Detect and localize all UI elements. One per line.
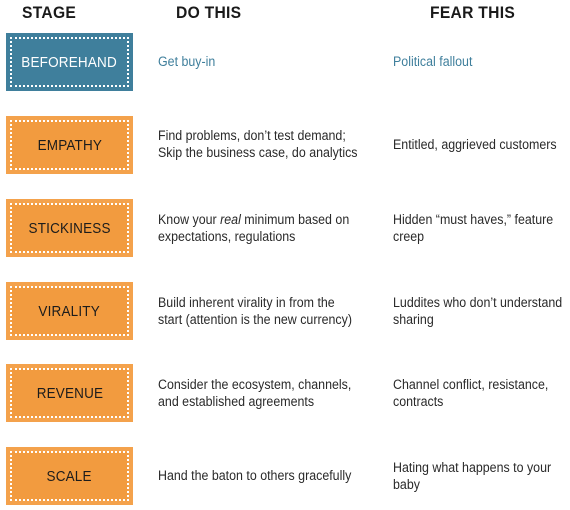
stage-row-revenue: REVENUE Consider the ecosystem, channels… [0, 364, 570, 424]
stage-row-empathy: EMPATHY Find problems, don’t test demand… [0, 116, 570, 176]
fear-this-line-1: Political fallout [393, 54, 473, 69]
do-this-line-1: Find problems, don’t test demand; [158, 128, 346, 143]
stage-label: SCALE [46, 467, 93, 485]
do-this-line-1-pre: Know your [158, 212, 221, 227]
do-this-line-1-emphasis: real [220, 212, 241, 227]
stage-label: STICKINESS [28, 219, 111, 237]
stage-label: EMPATHY [37, 136, 102, 154]
fear-this-line-1: Luddites who don’t understand [393, 295, 563, 310]
do-this-text: Hand the baton to others gracefully [158, 467, 351, 484]
fear-this-text: Political fallout [393, 53, 472, 70]
stage-label: REVENUE [36, 384, 103, 402]
do-this-text: Build inherent virality in from the star… [158, 294, 352, 328]
fear-this-text: Channel conflict, resistance, contracts [393, 376, 548, 410]
fear-this-line-2: creep [393, 229, 425, 244]
do-this-line-1: Know your real minimum based on [158, 211, 349, 228]
stage-column-header: STAGE [22, 3, 77, 22]
fear-this-text: Hidden “must haves,” feature creep [393, 211, 553, 245]
fear-this-line-1: Channel conflict, resistance, [393, 377, 549, 392]
do-this-text: Get buy-in [158, 53, 215, 70]
do-this-line-2: start (attention is the new currency) [158, 312, 352, 327]
fear-this-line-2: contracts [393, 394, 444, 409]
do-this-line-2: expectations, regulations [158, 229, 296, 244]
stage-row-virality: VIRALITY Build inherent virality in from… [0, 282, 570, 342]
do-this-column-header: DO THIS [176, 3, 242, 22]
fear-this-text: Entitled, aggrieved customers [393, 136, 557, 153]
do-this-line-2: Skip the business case, do analytics [158, 145, 358, 160]
stage-box-virality: VIRALITY [6, 282, 133, 340]
do-this-line-1: Consider the ecosystem, channels, [158, 377, 352, 392]
stage-row-stickiness: STICKINESS Know your real minimum based … [0, 199, 570, 259]
stage-label: VIRALITY [38, 302, 101, 320]
do-this-line-1: Get buy-in [158, 54, 216, 69]
fear-this-line-2: baby [393, 477, 420, 492]
stage-row-beforehand: BEFOREHAND Get buy-in Political fallout [0, 33, 570, 93]
do-this-text: Find problems, don’t test demand; Skip t… [158, 127, 358, 161]
stage-box-scale: SCALE [6, 447, 133, 505]
stage-label: BEFOREHAND [21, 53, 118, 71]
do-this-line-1: Hand the baton to others gracefully [158, 468, 352, 483]
do-this-line-1: Build inherent virality in from the [158, 295, 335, 310]
do-this-line-2: and established agreements [158, 394, 315, 409]
stage-box-stickiness: STICKINESS [6, 199, 133, 257]
fear-this-line-2: sharing [393, 312, 434, 327]
do-this-text: Consider the ecosystem, channels, and es… [158, 376, 351, 410]
fear-this-line-1: Hidden “must haves,” feature [393, 212, 554, 227]
do-this-line-1-post: minimum based on [240, 212, 350, 227]
fear-this-text: Hating what happens to your baby [393, 459, 551, 493]
stage-box-empathy: EMPATHY [6, 116, 133, 174]
fear-this-text: Luddites who don’t understand sharing [393, 294, 562, 328]
stage-box-revenue: REVENUE [6, 364, 133, 422]
fear-this-line-1: Hating what happens to your [393, 460, 552, 475]
stage-row-scale: SCALE Hand the baton to others gracefull… [0, 447, 570, 507]
stage-box-beforehand: BEFOREHAND [6, 33, 133, 91]
fear-this-line-1: Entitled, aggrieved customers [393, 137, 557, 152]
do-this-text: Know your real minimum based on expectat… [158, 211, 349, 245]
fear-this-column-header: FEAR THIS [430, 3, 516, 22]
